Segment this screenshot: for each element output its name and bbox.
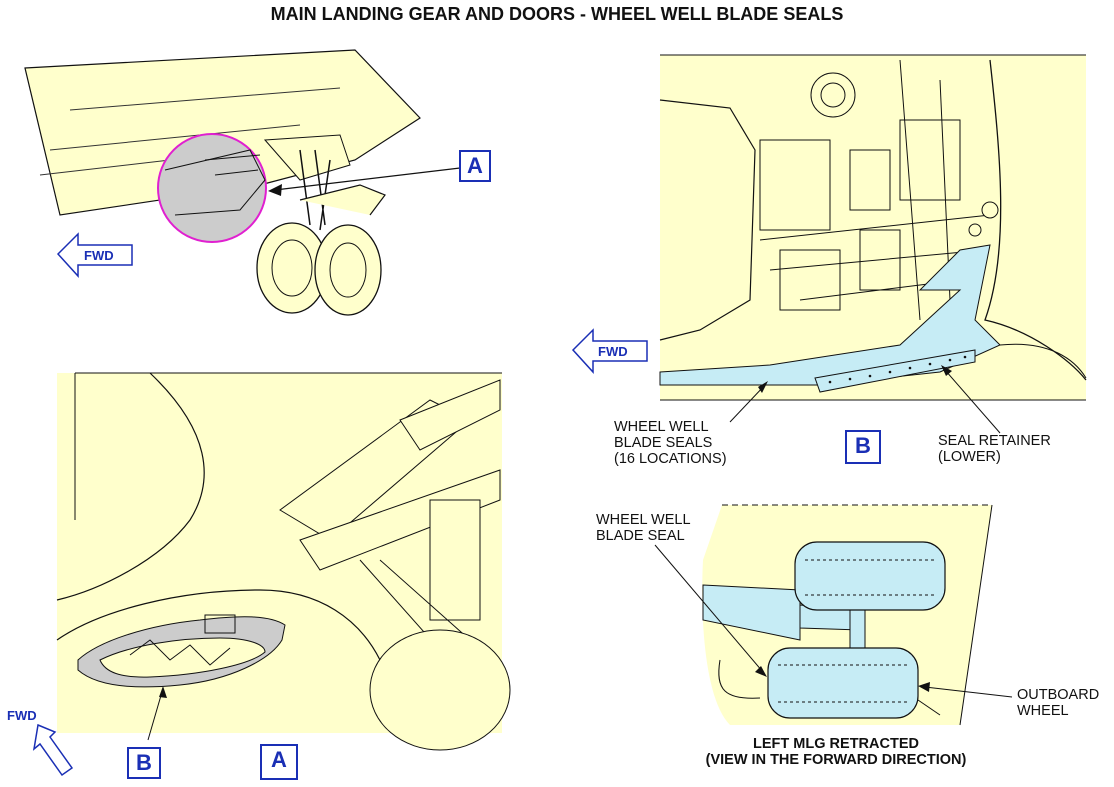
- fwd-arrow-top-right: [571, 328, 648, 374]
- wheel-well-detail-view: [32, 372, 511, 777]
- fwd-label-top-left: FWD: [84, 248, 114, 263]
- callout-b-right: B: [845, 430, 881, 464]
- label-outboard-wheel: OUTBOARD WHEEL: [1017, 687, 1100, 719]
- outboard-tire: [767, 647, 919, 719]
- label-left-mlg-retracted: LEFT MLG RETRACTED (VIEW IN THE FORWARD …: [705, 736, 967, 768]
- upper-tire: [794, 541, 946, 611]
- tire-right: [314, 224, 382, 316]
- wheel-well-view: [571, 54, 1087, 434]
- retracted-view: [654, 504, 1013, 726]
- callout-a-bottom: A: [260, 744, 298, 780]
- label-blade-seal: WHEEL WELL BLADE SEAL: [596, 512, 691, 544]
- label-seal-retainer: SEAL RETAINER (LOWER): [938, 433, 1051, 465]
- label-blade-seals: WHEEL WELL BLADE SEALS (16 LOCATIONS): [614, 419, 727, 467]
- overview-view: [24, 49, 461, 316]
- fwd-label-top-right: FWD: [598, 344, 628, 359]
- fwd-label-bottom-left: FWD: [7, 708, 37, 723]
- fwd-arrow-bottom-left: [32, 723, 74, 777]
- callout-b-bottom: B: [127, 747, 161, 779]
- page-title: MAIN LANDING GEAR AND DOORS - WHEEL WELL…: [270, 4, 844, 24]
- fwd-arrow-top-left: [56, 232, 133, 278]
- callout-a-top: A: [459, 150, 491, 182]
- blade-seal-strip: [659, 244, 1001, 386]
